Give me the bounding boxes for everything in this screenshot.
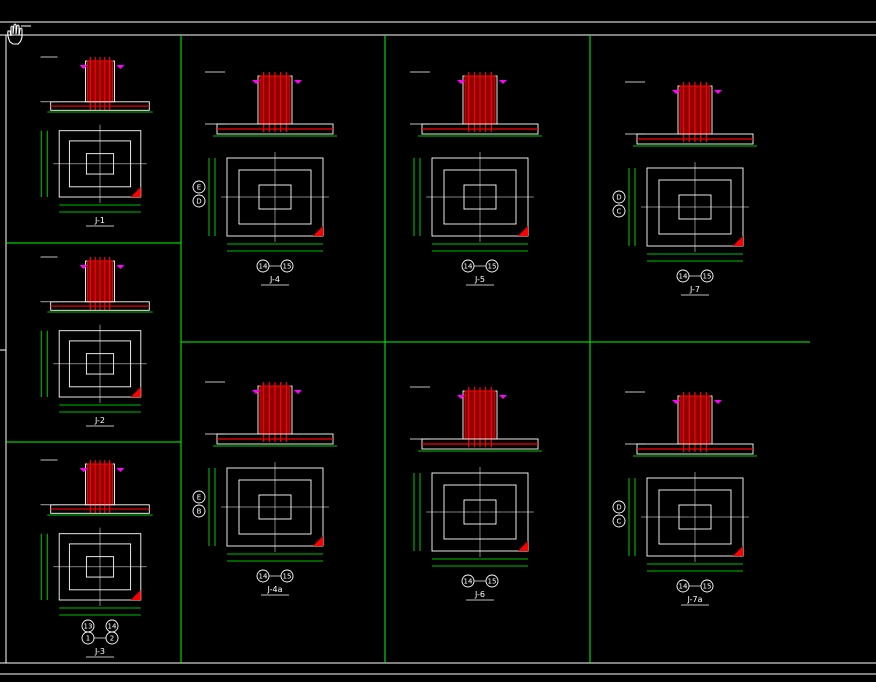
pier-rebar-cage [679,395,711,445]
detail-caption: J-6 [474,590,485,599]
section-marker-icon [79,265,88,269]
grid-axis-label: 15 [703,583,712,591]
detail-caption: J-7 [689,285,700,294]
grid-axis-label: 2 [110,635,114,643]
hatch-corner-mark [130,187,141,197]
detail-caption: J-4a [267,585,283,594]
grid-axis-bubble [192,490,206,504]
section-marker-icon [714,400,722,404]
pier-rebar-cage [464,390,496,440]
grid-axis-label: E [197,494,201,502]
grid-axis-bubble [612,190,626,204]
section-marker-icon [294,390,302,394]
hatch-corner-mark [733,236,743,246]
pier-rebar-cage [87,260,113,303]
hatch-corner-mark [130,590,141,600]
hand-pan-icon [7,23,31,45]
foundation-detail-j4a: EB 14 15J-4a [192,381,337,596]
foundation-detail-j7a: DC 14 15J-7a [612,391,757,606]
section-marker-icon [294,80,302,84]
foundation-detail-j5: 14 15J-5 [410,71,542,286]
grid-axis-label: E [197,184,201,192]
detail-caption: J-5 [474,275,485,284]
grid-axis-label: 15 [488,578,497,586]
section-marker-icon [457,80,465,84]
foundation-detail-j2: J-2 [40,256,153,427]
pier-rebar-cage [87,463,113,506]
grid-axis-label: 14 [259,263,268,271]
section-marker-icon [499,395,507,399]
section-marker-icon [672,400,680,404]
grid-axis-bubble [612,514,626,528]
pier-rebar-cage [259,75,291,125]
grid-axis-label: 1 [86,635,90,643]
section-marker-icon [116,468,125,472]
grid-axis-label: 14 [259,573,268,581]
hatch-corner-mark [733,546,743,556]
grid-axis-label: 15 [283,573,292,581]
grid-axis-label: 15 [283,263,292,271]
grid-axis-bubble [192,504,206,518]
grid-axis-bubble [612,500,626,514]
grid-axis-label: 15 [488,263,497,271]
section-marker-icon [672,90,680,94]
grid-axis-label: C [617,208,622,216]
grid-axis-label: 14 [108,623,117,631]
section-marker-icon [79,468,88,472]
hatch-corner-mark [518,541,528,551]
section-marker-icon [116,265,125,269]
detail-caption: J-4 [269,275,280,284]
section-marker-icon [79,65,88,69]
section-marker-icon [457,395,465,399]
section-marker-icon [116,65,125,69]
grid-axis-label: 13 [84,623,93,631]
foundation-detail-j1: J-1 [40,56,153,227]
grid-axis-label: 14 [679,273,688,281]
hatch-corner-mark [313,226,323,236]
pier-rebar-cage [259,385,291,435]
detail-caption: J-7a [687,595,703,604]
detail-caption: J-1 [94,216,105,225]
section-marker-icon [714,90,722,94]
hatch-corner-mark [518,226,528,236]
hatch-corner-mark [313,536,323,546]
grid-axis-bubble [612,204,626,218]
detail-caption: J-2 [94,416,105,425]
grid-axis-label: 14 [679,583,688,591]
hatch-corner-mark [130,387,141,397]
section-marker-icon [252,80,260,84]
detail-caption: J-3 [94,647,105,656]
grid-axis-label: D [196,198,201,206]
pier-rebar-cage [679,85,711,135]
section-marker-icon [499,80,507,84]
foundation-detail-j4: ED 14 15J-4 [192,71,337,286]
grid-axis-label: 15 [703,273,712,281]
grid-axis-label: C [617,518,622,526]
grid-axis-label: D [616,194,621,202]
foundation-detail-j7: DC 14 15J-7 [612,81,757,296]
grid-axis-bubble [192,194,206,208]
section-marker-icon [252,390,260,394]
grid-axis-label: D [616,504,621,512]
grid-axis-label: 14 [464,263,473,271]
pier-rebar-cage [87,60,113,103]
grid-axis-label: 14 [464,578,473,586]
pier-rebar-cage [464,75,496,125]
grid-axis-label: B [197,508,202,516]
foundation-detail-j6: 14 15J-6 [410,386,542,601]
foundation-detail-j3: 13 14 1 2J-3 [40,459,153,658]
grid-axis-bubble [192,180,206,194]
